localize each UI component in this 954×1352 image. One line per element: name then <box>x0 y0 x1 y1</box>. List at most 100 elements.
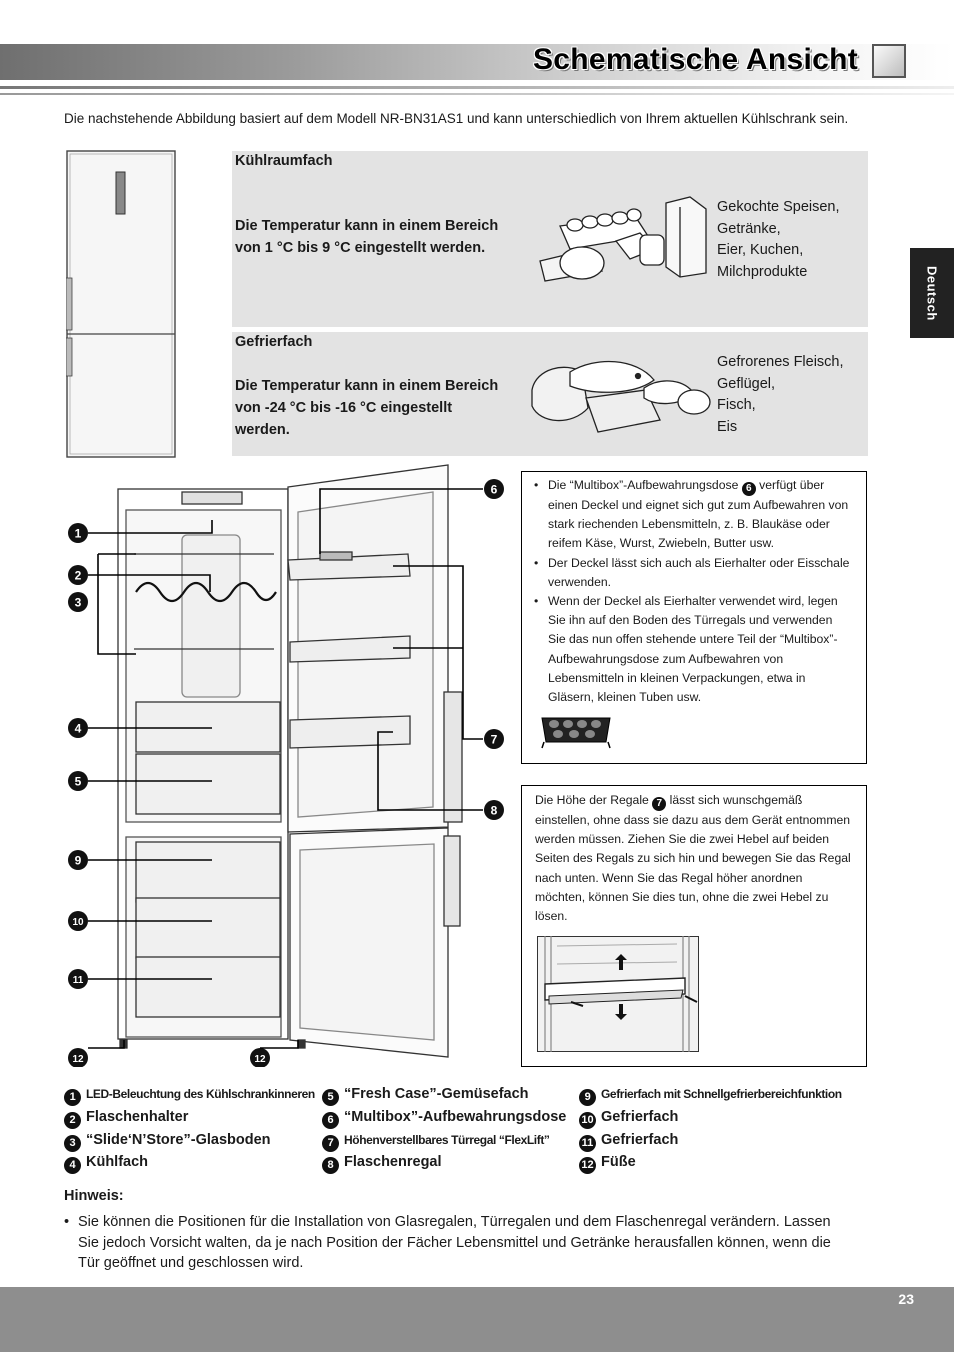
legend-label: Höhenverstellbares Türregal “FlexLift” <box>344 1133 550 1147</box>
ref-number-icon: 1 <box>64 1089 81 1106</box>
bullet-item: Die “Multibox”-Aufbewahrungsdose 6 verfü… <box>522 476 852 554</box>
legend-item-6: 6“Multibox”-Aufbewahrungsdose <box>322 1106 567 1129</box>
intro-text: Die nachstehende Abbildung basiert auf d… <box>64 111 849 126</box>
legend-label: Füße <box>601 1154 636 1170</box>
temp-line: Die Temperatur kann in einem Bereich <box>235 378 499 394</box>
svg-text:4: 4 <box>75 722 82 736</box>
callout-10: 10 <box>68 911 88 931</box>
panel-title: Gefrierfach <box>235 334 313 350</box>
svg-text:7: 7 <box>491 733 498 747</box>
ref-number-icon: 4 <box>64 1157 81 1174</box>
ref-number-icon: 8 <box>322 1157 339 1174</box>
bullet-item: Der Deckel lässt sich auch als Eierhalte… <box>522 554 852 592</box>
footer-bar <box>0 1287 954 1352</box>
food-list: Gefrorenes Fleisch, Geflügel, Fisch, Eis <box>717 352 867 438</box>
callout-4: 4 <box>68 718 88 738</box>
callout-1: 1 <box>68 523 88 543</box>
legend-label: “Multibox”-Aufbewahrungsdose <box>344 1109 567 1125</box>
callout-12-left: 12 <box>68 1048 88 1067</box>
svg-text:1: 1 <box>75 527 82 541</box>
legend-item-11: 11 Gefrierfach <box>579 1129 679 1152</box>
bullet-text: verfügt über einen Deckel und eignet sic… <box>548 478 849 551</box>
food-item: Gefrorenes Fleisch, <box>717 354 844 370</box>
callout-9: 9 <box>68 850 88 870</box>
header-rule <box>0 86 954 89</box>
language-tab[interactable]: Deutsch <box>910 248 954 338</box>
legend-item-10: 10 Gefrierfach <box>579 1106 679 1129</box>
multibox-info-box: Die “Multibox”-Aufbewahrungsdose 6 verfü… <box>521 471 867 764</box>
svg-text:8: 8 <box>491 804 498 818</box>
legend-label: Flaschenregal <box>344 1154 442 1170</box>
bullet-item: Wenn der Deckel als Eierhalter verwendet… <box>522 592 852 707</box>
ref-number-icon: 11 <box>579 1135 596 1152</box>
svg-text:12: 12 <box>72 1054 84 1065</box>
food-item: Getränke, <box>717 220 781 237</box>
temp-line: von -24 °C bis -16 °C eingestellt <box>235 400 453 416</box>
page-title: Schematische Ansicht <box>533 43 858 76</box>
temp-line: Die Temperatur kann in einem Bereich <box>235 218 499 234</box>
food-item: Fisch, <box>717 397 756 413</box>
legend-label: “Slide‘N’Store”-Glasboden <box>86 1132 271 1148</box>
panel-freezer-compartment: Gefrierfach Die Temperatur kann in einem… <box>232 332 868 456</box>
legend-label: Gefrierfach <box>601 1109 679 1125</box>
frozen-food-illustration <box>531 360 711 433</box>
callout-7: 7 <box>484 729 504 749</box>
svg-text:6: 6 <box>491 483 498 497</box>
legend-label: Gefrierfach <box>601 1132 679 1148</box>
food-fridge-illustration <box>539 196 707 282</box>
callout-12-right: 12 <box>250 1048 270 1067</box>
ref-number-icon: 9 <box>579 1089 596 1106</box>
ref-number-icon: 6 <box>741 482 756 496</box>
svg-text:5: 5 <box>75 775 82 789</box>
svg-text:12: 12 <box>254 1054 266 1065</box>
egg-holder-icon <box>541 717 611 749</box>
legend-item-3: 3 “Slide‘N’Store”-Glasboden <box>64 1129 271 1152</box>
food-item: Milchprodukte <box>717 263 808 280</box>
ref-number-icon: 3 <box>64 1135 81 1152</box>
food-item: Eis <box>717 418 738 435</box>
temp-line: werden. <box>235 422 290 438</box>
panel-title: Kühlraumfach <box>235 153 333 169</box>
legend-item-12: 12 Füße <box>579 1151 636 1174</box>
header-gradient-bar <box>0 44 954 80</box>
temperature-range-text: Die Temperatur kann in einem Bereich von… <box>235 215 525 259</box>
ref-number-icon: 7 <box>652 797 667 811</box>
food-item: Eier, Kuchen, <box>717 242 804 258</box>
callout-5: 5 <box>68 771 88 791</box>
temperature-range-text: Die Temperatur kann in einem Bereich von… <box>235 375 525 441</box>
ref-number-icon: 7 <box>322 1135 339 1152</box>
legend-item-9: 9 Gefrierfach mit Schnellgefrierbereichfu… <box>579 1083 842 1106</box>
svg-text:10: 10 <box>72 917 84 928</box>
callout-11: 11 <box>68 969 88 989</box>
flexlift-text: Die Höhe der Regale <box>535 793 649 807</box>
legend-item-8: 8 Flaschenregal <box>322 1151 442 1174</box>
legend-label: “Fresh Case”-Gemüsefach <box>344 1086 529 1102</box>
food-item: Gekochte Speisen, <box>717 199 840 215</box>
svg-text:3: 3 <box>75 596 82 610</box>
ref-number-icon: 12 <box>579 1157 596 1174</box>
legend-label: LED-Beleuchtung des Kühlschrankinneren <box>86 1087 315 1101</box>
legend-item-4: 4 Kühlfach <box>64 1151 149 1174</box>
bullet-text: Die “Multibox”-Aufbewahrungsdose <box>548 478 739 492</box>
callout-2: 2 <box>68 565 88 585</box>
panel-cooling-compartment: Kühlraumfach Die Temperatur kann in eine… <box>232 151 868 327</box>
ref-number-icon: 2 <box>64 1112 81 1129</box>
page-number: 23 <box>898 1291 914 1307</box>
callout-6: 6 <box>484 479 504 499</box>
title-square-icon <box>872 44 906 78</box>
svg-text:2: 2 <box>75 569 82 583</box>
fridge-exterior-illustration <box>66 150 176 458</box>
open-fridge-diagram: 1 2 3 4 5 9 10 11 12 12 6 7 8 <box>68 464 504 1067</box>
legend-item-7: 7 Höhenverstellbares Türregal “FlexLift” <box>322 1129 550 1152</box>
ref-number-icon: 10 <box>579 1112 596 1129</box>
food-list: Gekochte Speisen, Getränke, Eier, Kuchen… <box>717 197 867 283</box>
callout-8: 8 <box>484 800 504 820</box>
flexlift-info-box: Die Höhe der Regale 7 lässt sich wunschg… <box>521 785 867 1067</box>
legend-label: Kühlfach <box>86 1154 149 1170</box>
temp-line: von 1 °C bis 9 °C eingestellt werden. <box>235 240 486 256</box>
ref-number-icon: 5 <box>322 1089 339 1106</box>
legend-label: Gefrierfach mit Schnellgefrierbereichfun… <box>601 1087 842 1101</box>
header-rule-thin <box>0 93 954 95</box>
legend-item-5: 5 “Fresh Case”-Gemüsefach <box>322 1083 529 1106</box>
